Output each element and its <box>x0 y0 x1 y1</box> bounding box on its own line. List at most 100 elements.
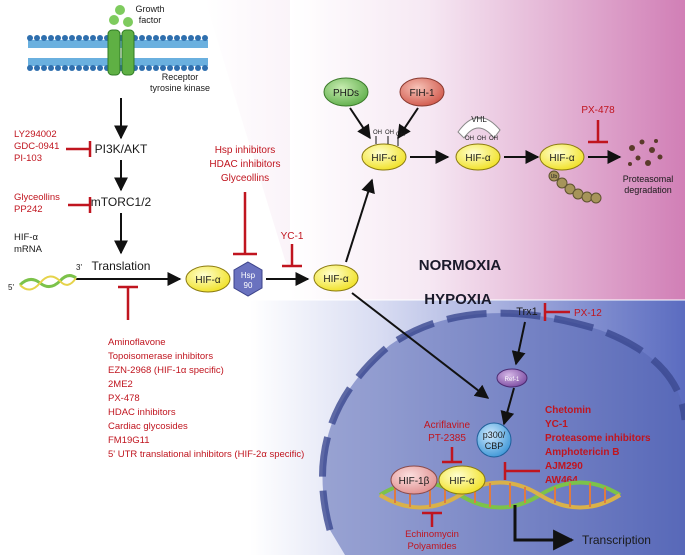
arrow-hif-normoxia <box>345 178 375 263</box>
px12-inhibitor <box>543 303 570 321</box>
inhibitor-aminoflavone: Aminoflavone <box>108 337 166 348</box>
hif-alpha-node-hydroxylated <box>361 143 407 171</box>
hsp90-label-1: Hsp <box>241 271 256 280</box>
inhibitor-hdac: HDAC inhibitors <box>108 407 176 418</box>
hif-mrna <box>18 274 77 291</box>
inhibitor-px12: PX-12 <box>574 308 602 319</box>
lipid-head <box>76 35 82 41</box>
lipid-head <box>181 35 187 41</box>
arrow-trx1-ref1 <box>511 321 526 366</box>
lipid-head <box>55 35 61 41</box>
pi3k-akt-label: PI3K/AKT <box>95 142 148 156</box>
hif-alpha-node-dimer <box>438 465 486 495</box>
inhibitor-5utr: 5' UTR translational inhibitors (HIF-2α … <box>108 449 304 460</box>
fih1-label: FIH-1 <box>410 88 435 99</box>
lipid-head <box>41 35 47 41</box>
lipid-head <box>181 65 187 71</box>
arrow-phds-hif <box>349 107 371 140</box>
lipid-head <box>90 65 96 71</box>
hif-alpha-label-ub: HIF-α <box>549 153 574 164</box>
hypoxia-title: HYPOXIA <box>424 291 492 308</box>
lipid-head <box>41 65 47 71</box>
inhibitor-hdac-hsp: HDAC inhibitors <box>209 159 280 170</box>
lipid-head <box>34 65 40 71</box>
growth-factor-label-2: factor <box>139 15 162 25</box>
inhibitor-fm19g11: FM19G11 <box>108 435 150 446</box>
inhibitor-topoisomerase: Topoisomerase inhibitors <box>108 351 213 362</box>
inhibitor-ezn2968: EZN-2968 (HIF-1α specific) <box>108 365 224 376</box>
degradation-label-1: Proteasomal <box>623 174 674 184</box>
lipid-head <box>97 65 103 71</box>
hif-alpha-label-dimer: HIF-α <box>449 476 474 487</box>
hsp90-label-2: 90 <box>244 281 253 290</box>
lipid-head <box>195 35 201 41</box>
inhibitor-pt2385: PT-2385 <box>428 433 466 444</box>
hydroxyl-groups-1: OH OH OH <box>373 130 405 146</box>
normoxia-title: NORMOXIA <box>419 257 502 274</box>
transcription-arrow <box>513 505 575 551</box>
receptor-label-2: tyrosine kinase <box>150 83 210 93</box>
inhibitor-aw464: AW464 <box>545 475 578 486</box>
lipid-head <box>69 65 75 71</box>
lipid-head <box>160 65 166 71</box>
inhibitor-echinomycin: Echinomycin <box>405 529 459 540</box>
degradation-label-2: degradation <box>624 185 672 195</box>
lipid-head <box>174 65 180 71</box>
p300-label-2: CBP <box>485 441 504 451</box>
lipid-head <box>195 65 201 71</box>
oh-label-d: OH <box>465 136 474 142</box>
translation-inhibitor-bar <box>118 285 138 320</box>
mrna-label-1: HIF-α <box>14 232 38 243</box>
arrow-ref1-p300 <box>500 387 515 426</box>
lipid-head <box>83 35 89 41</box>
lipid-head <box>90 35 96 41</box>
lipid-head <box>167 35 173 41</box>
hsp90-node <box>233 261 263 297</box>
fih1-node <box>399 77 445 107</box>
vhl-node <box>457 117 501 139</box>
lipid-head <box>97 35 103 41</box>
lipid-head <box>160 35 166 41</box>
lipid-head <box>139 35 145 41</box>
oh-label-e: OH <box>477 136 486 142</box>
pi3k-inhibitors: LY294002 GDC-0941 PI-103 <box>14 129 92 164</box>
phds-label: PHDs <box>333 88 359 99</box>
lipid-head <box>153 35 159 41</box>
mtorc-inhibitors: Glyceollins PP242 <box>14 192 92 215</box>
hif-alpha-label-hsp: HIF-α <box>195 275 220 286</box>
arrow-hif-hypoxia <box>351 292 490 399</box>
lipid-head <box>62 65 68 71</box>
mrna-label-2: mRNA <box>14 244 43 255</box>
transcription-label: Transcription <box>582 533 651 547</box>
oh-label-c: OH <box>396 132 405 138</box>
hif-alpha-label-vhl: HIF-α <box>465 153 490 164</box>
hif-alpha-label-central: HIF-α <box>323 274 348 285</box>
vhl-label: VHL <box>471 115 487 124</box>
lipid-head <box>27 65 33 71</box>
arrow-fih-hif <box>397 107 419 140</box>
inhibitor-pp242: PP242 <box>14 204 43 215</box>
hif-alpha-node-vhl <box>455 143 501 171</box>
translation-label: Translation <box>92 259 151 273</box>
lipid-head <box>146 65 152 71</box>
nucleus-membrane <box>319 309 685 531</box>
hydroxyl-groups-2: OH OH OH <box>465 136 498 142</box>
lipid-head <box>48 65 54 71</box>
inhibitor-px478-degradation: PX-478 <box>581 105 615 116</box>
lipid-head <box>202 65 208 71</box>
inhibitor-glyceollins: Glyceollins <box>14 192 60 203</box>
lipid-head <box>76 65 82 71</box>
inhibitor-2me2: 2ME2 <box>108 379 133 390</box>
inhibitor-yc1-bottom: YC-1 <box>545 419 568 430</box>
mrna-5prime: 5' <box>8 283 14 292</box>
ref1-node <box>496 368 528 388</box>
inhibitor-proteasome: Proteasome inhibitors <box>545 433 651 444</box>
inhibitor-gdc0941: GDC-0941 <box>14 141 59 152</box>
inhibitor-hsp: Hsp inhibitors <box>215 145 276 156</box>
inhibitor-acriflavine: Acriflavine <box>424 420 471 431</box>
lipid-head <box>139 65 145 71</box>
inhibitor-pi103: PI-103 <box>14 153 42 164</box>
lipid-head <box>27 35 33 41</box>
oh-label-b: OH <box>385 130 394 136</box>
